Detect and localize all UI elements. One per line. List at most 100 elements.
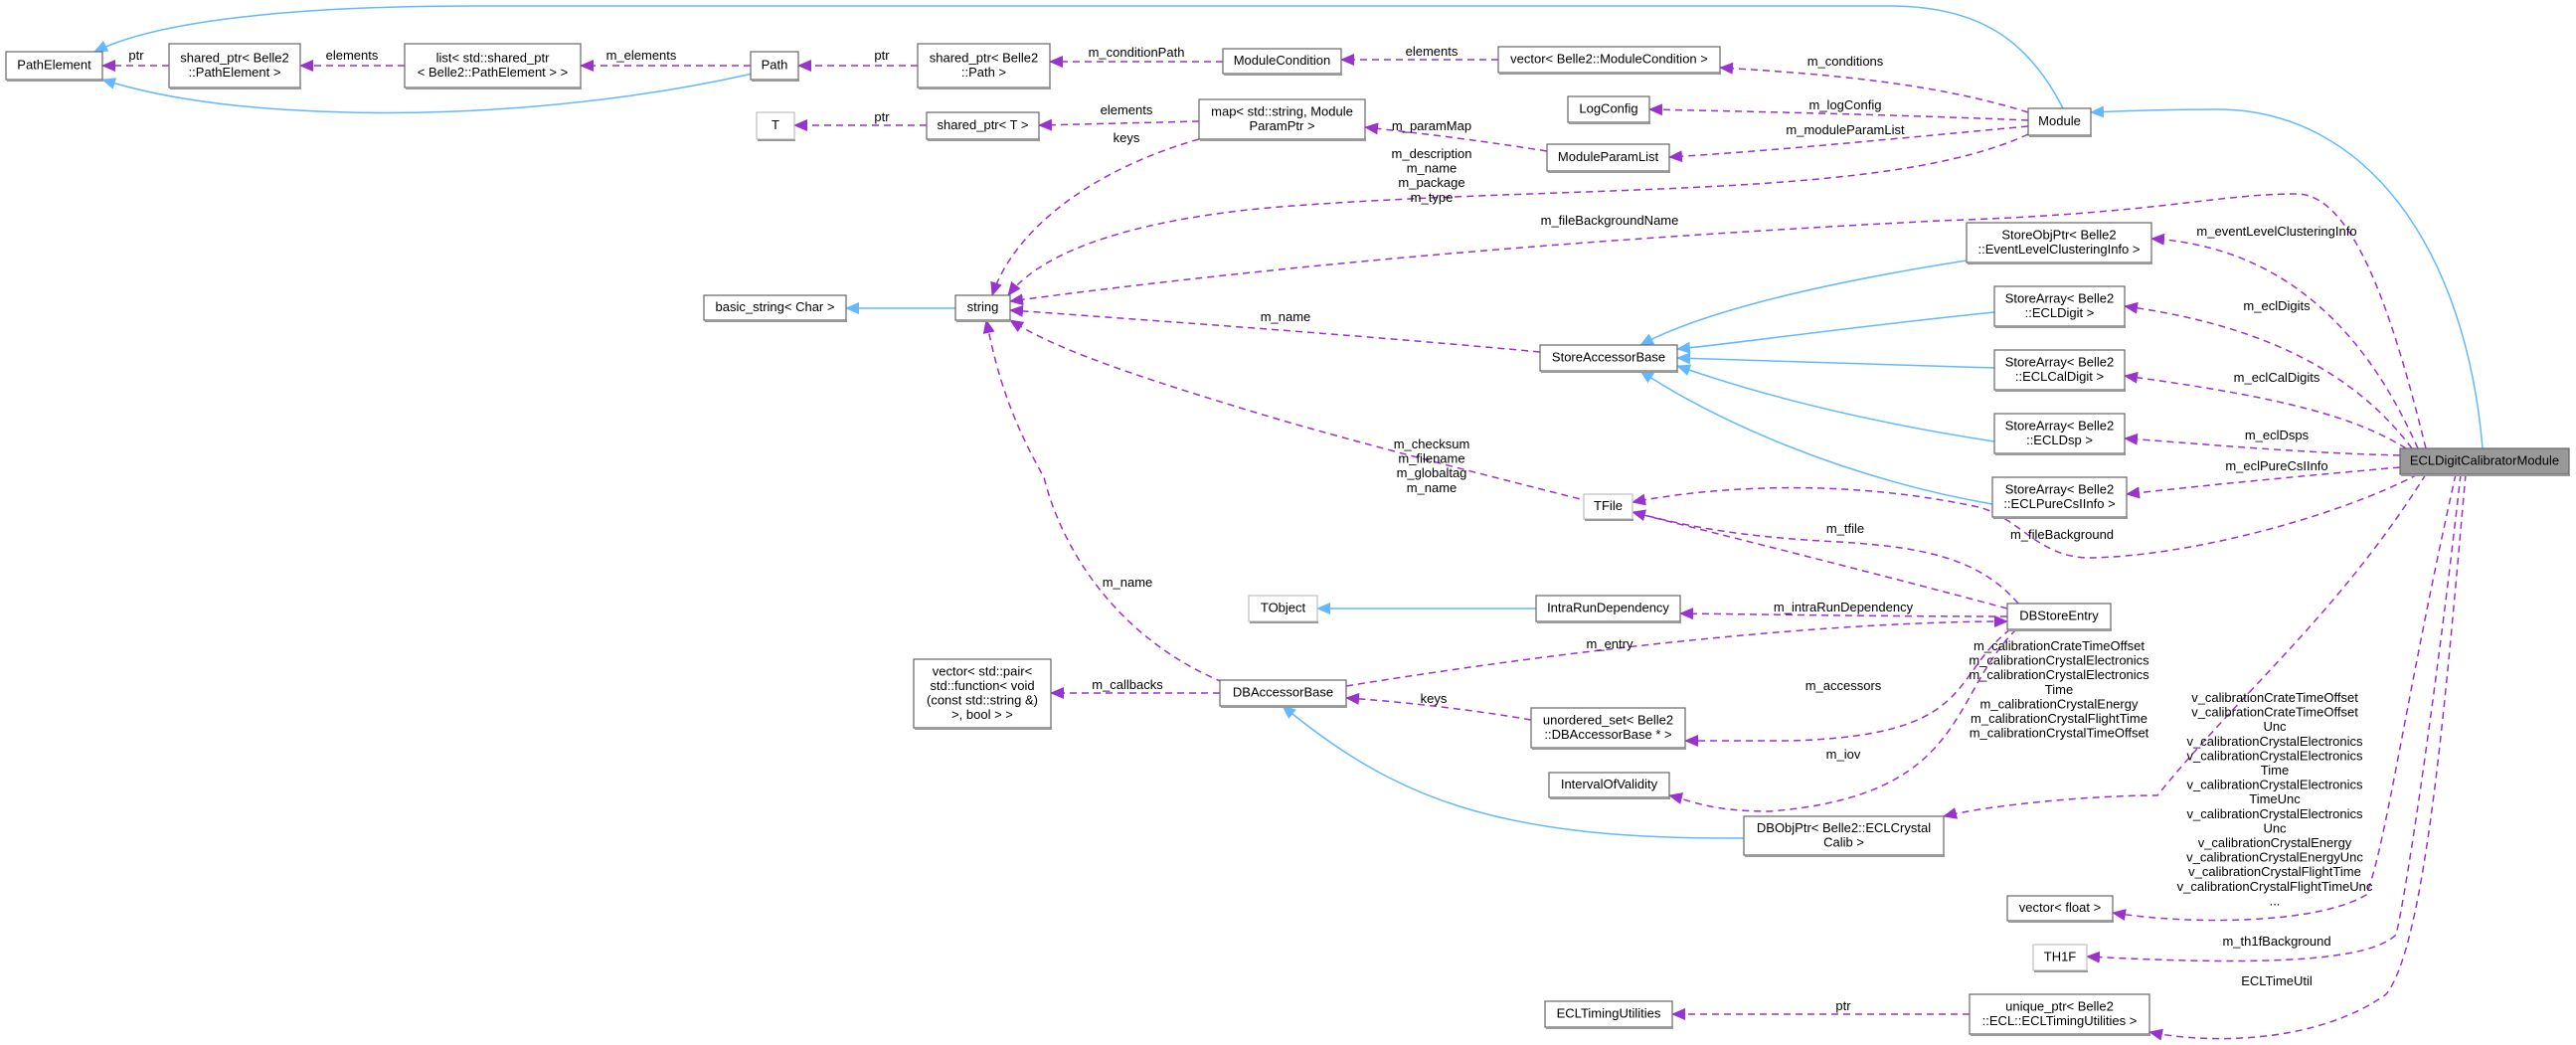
node-label: string: [967, 299, 999, 314]
edge-label-line: m_calibrationCrystalEnergy: [1980, 696, 2139, 711]
class-node-sp-path[interactable]: shared_ptr< Belle2::Path >: [917, 43, 1051, 89]
class-node-unique-ptr[interactable]: unique_ptr< Belle2::ECL::ECLTimingUtilit…: [1969, 993, 2150, 1036]
edge-label-line: ...: [2270, 893, 2281, 908]
node-box: [1993, 349, 2126, 391]
class-node-path[interactable]: Path: [750, 51, 799, 82]
edge-label-line: v_calibrationCrystalEnergy: [2198, 835, 2352, 850]
node-box: [2399, 447, 2570, 475]
edge-label: m_calibrationCrateTimeOffsetm_calibratio…: [1969, 638, 2149, 741]
class-node-list[interactable]: list< std::shared_ptr< Belle2::PathEleme…: [404, 43, 582, 89]
edge-label-line: m_package: [1398, 175, 1464, 190]
class-node-dbaccessor-base[interactable]: DBAccessorBase: [1219, 679, 1347, 708]
edge-usage-ecldcm-to-dbobj-ptr: [1943, 473, 2427, 819]
node-label: ECLDigitCalibratorModule: [2410, 453, 2559, 468]
node-label: ::ECL::ECLTimingUtilities >: [1982, 1013, 2138, 1028]
edge-usage-ecldcm-to-tfile: [1631, 473, 2419, 559]
edge-label: ptr: [128, 48, 144, 63]
class-node-vec-pair[interactable]: vector< std::pair<std::function< void(co…: [913, 658, 1052, 730]
edge-label-line: ECLTimeUtil: [2241, 973, 2313, 988]
edge-label-line: m_name: [1261, 309, 1311, 324]
node-label: DBObjPtr< Belle2::ECLCrystal: [1757, 820, 1931, 835]
class-node-vec-float[interactable]: vector< float >: [2006, 895, 2114, 923]
node-label: unordered_set< Belle2: [1543, 712, 1673, 727]
class-node-tfile: TFile: [1583, 493, 1633, 521]
node-label: (const std::string &): [927, 693, 1038, 708]
class-node-eclpure-cs-iinfo[interactable]: StoreArray< Belle2::ECLPureCsIInfo >: [1991, 476, 2128, 519]
class-node-module-param-list[interactable]: ModuleParamList: [1546, 143, 1670, 173]
edge-label: m_fileBackgroundName: [1541, 213, 1679, 228]
class-node-ecldigit[interactable]: StoreArray< Belle2::ECLDigit >: [1993, 285, 2126, 328]
class-node-path-element[interactable]: PathElement: [5, 51, 103, 82]
edge-label: m_tfile: [1826, 521, 1864, 536]
edge-usage-dbstore-entry-to-intra-run-dependency: [1679, 608, 2008, 620]
edge-label-line: keys: [1421, 691, 1448, 706]
class-node-sp-t[interactable]: shared_ptr< T >: [926, 111, 1040, 141]
edge-label: m_name: [1103, 575, 1153, 590]
node-box: [1993, 413, 2126, 454]
edge-label-line: elements: [326, 48, 379, 63]
edge-label-line: m_filename: [1398, 451, 1464, 466]
edge-label-line: m_tfile: [1826, 521, 1864, 536]
edge-label: m_eclPureCsIInfo: [2225, 458, 2327, 473]
class-node-eclcal-digit[interactable]: StoreArray< Belle2::ECLCalDigit >: [1993, 349, 2126, 392]
edge-label-line: v_calibrationCrystalElectronics: [2186, 748, 2363, 763]
edge-label-line: m_intraRunDependency: [1774, 600, 1914, 614]
node-label: TH1F: [2044, 950, 2077, 964]
node-label: < Belle2::PathElement > >: [418, 65, 568, 80]
edge-label-line: m_paramMap: [1392, 118, 1471, 133]
node-box: [2006, 603, 2112, 630]
edge-label: m_eventLevelClusteringInfo: [2196, 224, 2356, 239]
edge-label: ptr: [1835, 998, 1851, 1013]
class-node-ecldsp[interactable]: StoreArray< Belle2::ECLDsp >: [1993, 413, 2126, 455]
class-node-interval-of-validity[interactable]: IntervalOfValidity: [1548, 772, 1670, 799]
node-label: DBStoreEntry: [2019, 609, 2099, 623]
node-label: shared_ptr< Belle2: [180, 50, 289, 65]
class-node-th1-f: TH1F: [2032, 944, 2088, 972]
class-node-sp-pe[interactable]: shared_ptr< Belle2::PathElement >: [168, 43, 301, 89]
class-node-module-condition[interactable]: ModuleCondition: [1222, 48, 1342, 76]
edge-label-line: v_calibrationCrystalFlightTime: [2188, 864, 2361, 879]
class-node-ecldcm[interactable]: ECLDigitCalibratorModule: [2399, 447, 2570, 476]
edge-label-line: keys: [1114, 130, 1140, 145]
class-node-ecltiming-utilities[interactable]: ECLTimingUtilities: [1544, 1000, 1673, 1029]
edge-inheritance-module-to-path-element: [93, 5, 2064, 109]
class-node-unordered-set[interactable]: unordered_set< Belle2::DBAccessorBase * …: [1530, 707, 1686, 750]
class-node-intra-run-dependency[interactable]: IntraRunDependency: [1535, 595, 1681, 623]
node-box: [926, 111, 1040, 140]
edge-label: ECLTimeUtil: [2241, 973, 2313, 988]
edge-label: elements: [1101, 102, 1153, 117]
class-node-string[interactable]: string: [954, 294, 1011, 322]
edge-label: m_fileBackground: [2010, 527, 2114, 542]
node-box: [1198, 98, 1366, 140]
node-box: [1548, 772, 1670, 798]
node-label: ::ECLCalDigit >: [2015, 369, 2104, 384]
edge-label-line: v_calibrationCrystalElectronics: [2186, 734, 2363, 749]
node-label: ::ECLDsp >: [2026, 433, 2093, 447]
class-node-store-obj-ptr[interactable]: StoreObjPtr< Belle2::EventLevelClusterin…: [1966, 222, 2152, 264]
edge-usage-ecldcm-to-ecldsp: [2124, 433, 2401, 456]
class-node-log-config[interactable]: LogConfig: [1567, 95, 1650, 124]
class-node-basic-string[interactable]: basic_string< Char >: [703, 294, 847, 322]
class-node-store-accessor-base[interactable]: StoreAccessorBase: [1539, 344, 1678, 373]
edges-layer: [93, 5, 2484, 1041]
class-node-module[interactable]: Module: [2027, 107, 2092, 137]
node-label: T: [772, 117, 779, 132]
edge-usage-dbaccessor-base-to-string: [982, 319, 1224, 683]
node-label: list< std::shared_ptr: [436, 50, 550, 65]
edge-inheritance-ecldsp-to-store-accessor-base: [1676, 364, 1995, 442]
edge-label-line: m_name: [1103, 575, 1153, 590]
edge-label-line: m_logConfig: [1809, 97, 1882, 112]
node-label: ::Path >: [961, 65, 1006, 80]
class-node-vec-mc[interactable]: vector< Belle2::ModuleCondition >: [1497, 46, 1721, 75]
class-node-t: T: [756, 111, 795, 141]
edge-label-line: ptr: [874, 48, 890, 63]
edge-label-line: m_iov: [1826, 747, 1861, 762]
edge-label-line: elements: [1406, 44, 1459, 59]
edge-label-line: m_type: [1411, 190, 1454, 205]
class-node-dbstore-entry[interactable]: DBStoreEntry: [2006, 603, 2112, 631]
edge-inheritance-eclcal-digit-to-store-accessor-base: [1676, 352, 1995, 369]
node-box: [1248, 595, 1318, 622]
